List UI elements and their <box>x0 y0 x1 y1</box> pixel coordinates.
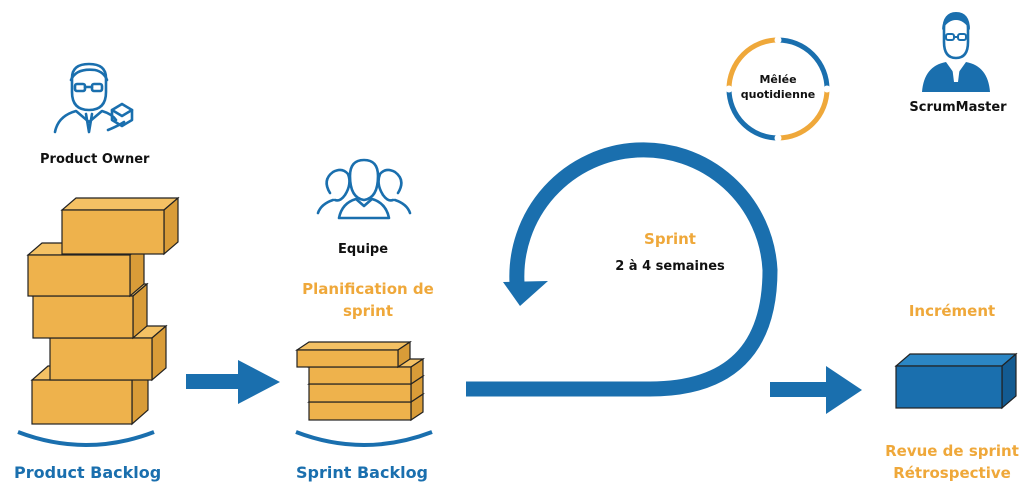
scrum-master-icon <box>922 12 990 92</box>
product-owner-label: Product Owner <box>40 152 150 167</box>
sprint-title: Sprint <box>644 230 696 248</box>
retrospective-line: Rétrospective <box>893 464 1011 482</box>
sprint-duration: 2 à 4 semaines <box>615 259 725 274</box>
sprint-backlog-label: Sprint Backlog <box>296 463 429 482</box>
sprint-planning-line2: sprint <box>342 302 394 320</box>
team-label: Equipe <box>338 242 389 257</box>
sprint-review-line: Revue de sprint <box>885 442 1019 460</box>
daily-scrum-line1: Mêlée <box>759 73 797 86</box>
scrum-master-label: ScrumMaster <box>909 100 1007 115</box>
team-icon <box>316 158 412 220</box>
review-retrospective-label: Revue de sprint Rétrospective <box>872 440 1032 484</box>
product-owner-icon <box>53 62 134 134</box>
sprint-loop <box>466 142 862 414</box>
product-backlog-stack <box>26 196 180 426</box>
product-backlog-label: Product Backlog <box>14 463 162 482</box>
daily-scrum-ring <box>725 36 831 142</box>
sprint-planning-line1: Planification de <box>302 280 434 298</box>
daily-scrum-line2: quotidienne <box>740 88 816 101</box>
daily-scrum-label: Mêlée quotidienne <box>728 72 828 102</box>
sprint-planning-label: Planification de sprint <box>292 278 444 322</box>
sprint-backlog-stack <box>295 340 425 422</box>
product-backlog-brace <box>17 430 155 447</box>
increment-label: Incrément <box>908 302 996 320</box>
increment-box <box>894 352 1018 410</box>
sprint-backlog-brace <box>295 430 433 447</box>
arrow-to-sprint-backlog <box>186 360 280 404</box>
